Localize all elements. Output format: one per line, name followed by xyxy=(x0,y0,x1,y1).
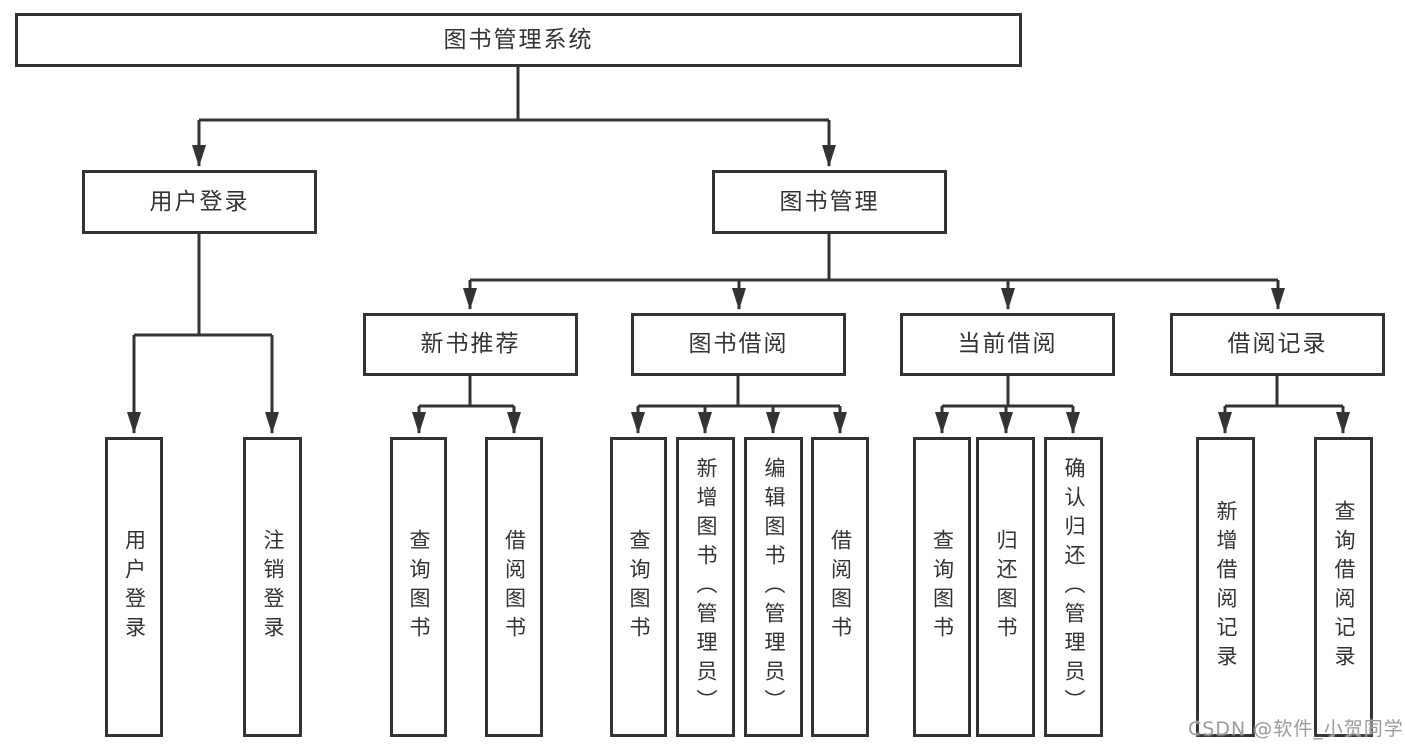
node-book-borrow-label: 图书借阅 xyxy=(688,331,789,357)
leaf-borrow-books: 借阅图书 xyxy=(811,437,869,737)
node-new-book-recommend: 新书推荐 xyxy=(363,313,578,376)
node-root: 图书管理系统 xyxy=(15,13,1022,67)
leaf-add-borrow-record-label: 新增借阅记录 xyxy=(1214,500,1238,674)
node-user-login-label: 用户登录 xyxy=(149,188,250,215)
node-borrow-records: 借阅记录 xyxy=(1170,313,1385,376)
leaf-query-borrow-record: 查询借阅记录 xyxy=(1314,437,1373,737)
node-current-borrow-label: 当前借阅 xyxy=(957,331,1058,357)
leaf-edit-books-admin-label: 编辑图书（管理员） xyxy=(762,456,786,718)
leaf-query-books-borrow-label: 查询图书 xyxy=(627,529,651,645)
node-new-book-recommend-label: 新书推荐 xyxy=(420,331,521,357)
node-user-login: 用户登录 xyxy=(82,170,317,234)
leaf-confirm-return-admin-label: 确认归还（管理员） xyxy=(1062,456,1086,718)
leaf-confirm-return-admin: 确认归还（管理员） xyxy=(1044,437,1103,737)
leaf-logout-label: 注销登录 xyxy=(261,529,285,645)
leaf-add-books-admin-label: 新增图书（管理员） xyxy=(694,456,718,718)
node-book-management: 图书管理 xyxy=(712,170,947,234)
leaf-query-books-recommend: 查询图书 xyxy=(390,437,447,737)
leaf-user-login: 用户登录 xyxy=(105,437,163,737)
leaf-add-borrow-record: 新增借阅记录 xyxy=(1196,437,1255,737)
node-root-label: 图书管理系统 xyxy=(443,26,594,53)
leaf-query-borrow-record-label: 查询借阅记录 xyxy=(1332,500,1356,674)
leaf-user-login-label: 用户登录 xyxy=(122,529,147,645)
leaf-borrow-books-recommend-label: 借阅图书 xyxy=(502,529,527,645)
node-book-management-label: 图书管理 xyxy=(779,188,880,215)
leaf-return-books-label: 归还图书 xyxy=(994,529,1018,645)
node-current-borrow: 当前借阅 xyxy=(900,313,1115,376)
leaf-query-books-current: 查询图书 xyxy=(913,437,971,737)
csdn-watermark: CSDN @软件_小贺同学 xyxy=(1188,718,1404,740)
leaf-borrow-books-label: 借阅图书 xyxy=(828,529,853,645)
leaf-query-books-current-label: 查询图书 xyxy=(930,529,955,645)
node-book-borrow: 图书借阅 xyxy=(631,313,846,376)
leaf-logout: 注销登录 xyxy=(243,437,302,737)
node-borrow-records-label: 借阅记录 xyxy=(1227,331,1328,357)
leaf-query-books-borrow: 查询图书 xyxy=(610,437,667,737)
leaf-borrow-books-recommend: 借阅图书 xyxy=(485,437,543,737)
leaf-add-books-admin: 新增图书（管理员） xyxy=(676,437,735,737)
leaf-return-books: 归还图书 xyxy=(976,437,1035,737)
leaf-query-books-recommend-label: 查询图书 xyxy=(407,529,431,645)
leaf-edit-books-admin: 编辑图书（管理员） xyxy=(744,437,803,737)
